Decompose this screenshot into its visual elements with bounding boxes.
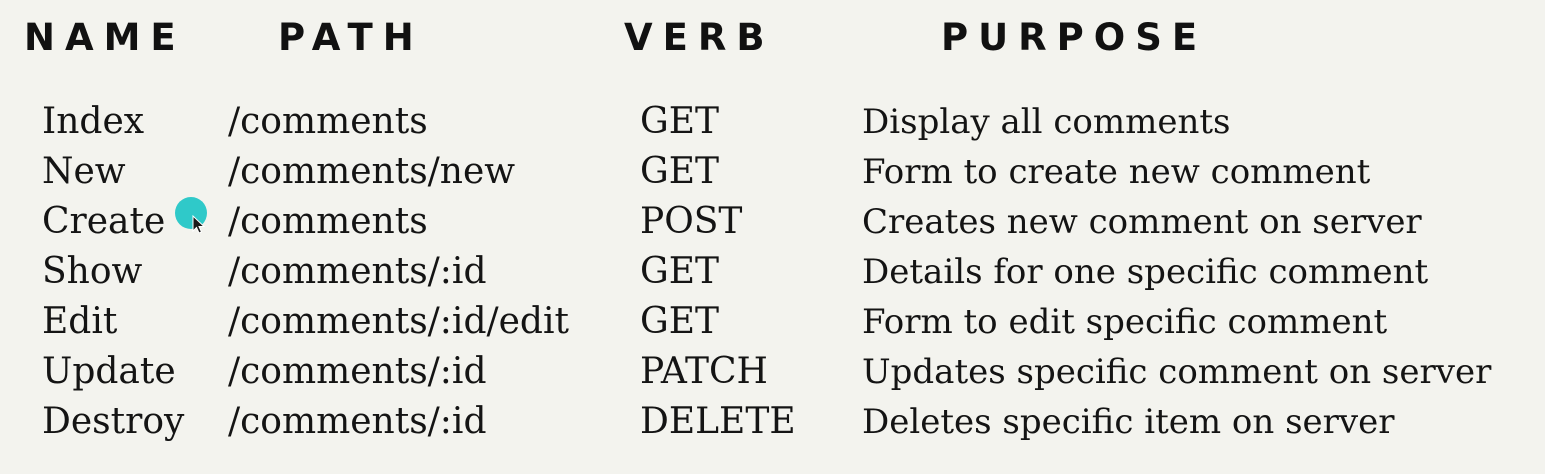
route-purpose: Creates new comment on server <box>862 202 1422 242</box>
route-purpose: Form to create new comment <box>862 152 1371 192</box>
route-verb: DELETE <box>640 401 796 442</box>
route-path: /comments/:id <box>228 251 487 292</box>
route-purpose: Details for one specific comment <box>862 252 1429 292</box>
route-path: /comments/:id <box>228 401 487 442</box>
route-path: /comments <box>228 101 428 142</box>
table-row: New /comments/new GET Form to create new… <box>0 147 1545 197</box>
route-path: /comments/:id <box>228 351 487 392</box>
route-name: Create <box>42 201 166 242</box>
route-name: Edit <box>42 301 118 342</box>
route-path: /comments/:id/edit <box>228 301 569 342</box>
route-name: Show <box>42 251 143 292</box>
route-name: Index <box>42 101 145 142</box>
route-path: /comments/new <box>228 151 516 192</box>
table-row: Destroy /comments/:id DELETE Deletes spe… <box>0 397 1545 447</box>
route-purpose: Deletes specific item on server <box>862 402 1395 442</box>
header-path: PATH <box>278 16 424 59</box>
route-purpose: Updates specific comment on server <box>862 352 1492 392</box>
route-purpose: Display all comments <box>862 102 1231 142</box>
route-name: Destroy <box>42 401 185 442</box>
route-verb: GET <box>640 301 720 342</box>
route-verb: GET <box>640 101 720 142</box>
table-row: Show /comments/:id GET Details for one s… <box>0 247 1545 297</box>
table-row: Index /comments GET Display all comments <box>0 97 1545 147</box>
route-verb: GET <box>640 251 720 292</box>
header-verb: VERB <box>624 16 775 59</box>
table-row: Edit /comments/:id/edit GET Form to edit… <box>0 297 1545 347</box>
table-row: Create /comments POST Creates new commen… <box>0 197 1545 247</box>
route-verb: GET <box>640 151 720 192</box>
route-verb: POST <box>640 201 743 242</box>
mouse-pointer-icon <box>175 197 207 233</box>
header-purpose: PURPOSE <box>941 16 1208 59</box>
route-purpose: Form to edit specific comment <box>862 302 1388 342</box>
route-path: /comments <box>228 201 428 242</box>
route-name: Update <box>42 351 176 392</box>
table-row: Update /comments/:id PATCH Updates speci… <box>0 347 1545 397</box>
header-name: NAME <box>24 16 186 59</box>
route-verb: PATCH <box>640 351 768 392</box>
route-name: New <box>42 151 126 192</box>
